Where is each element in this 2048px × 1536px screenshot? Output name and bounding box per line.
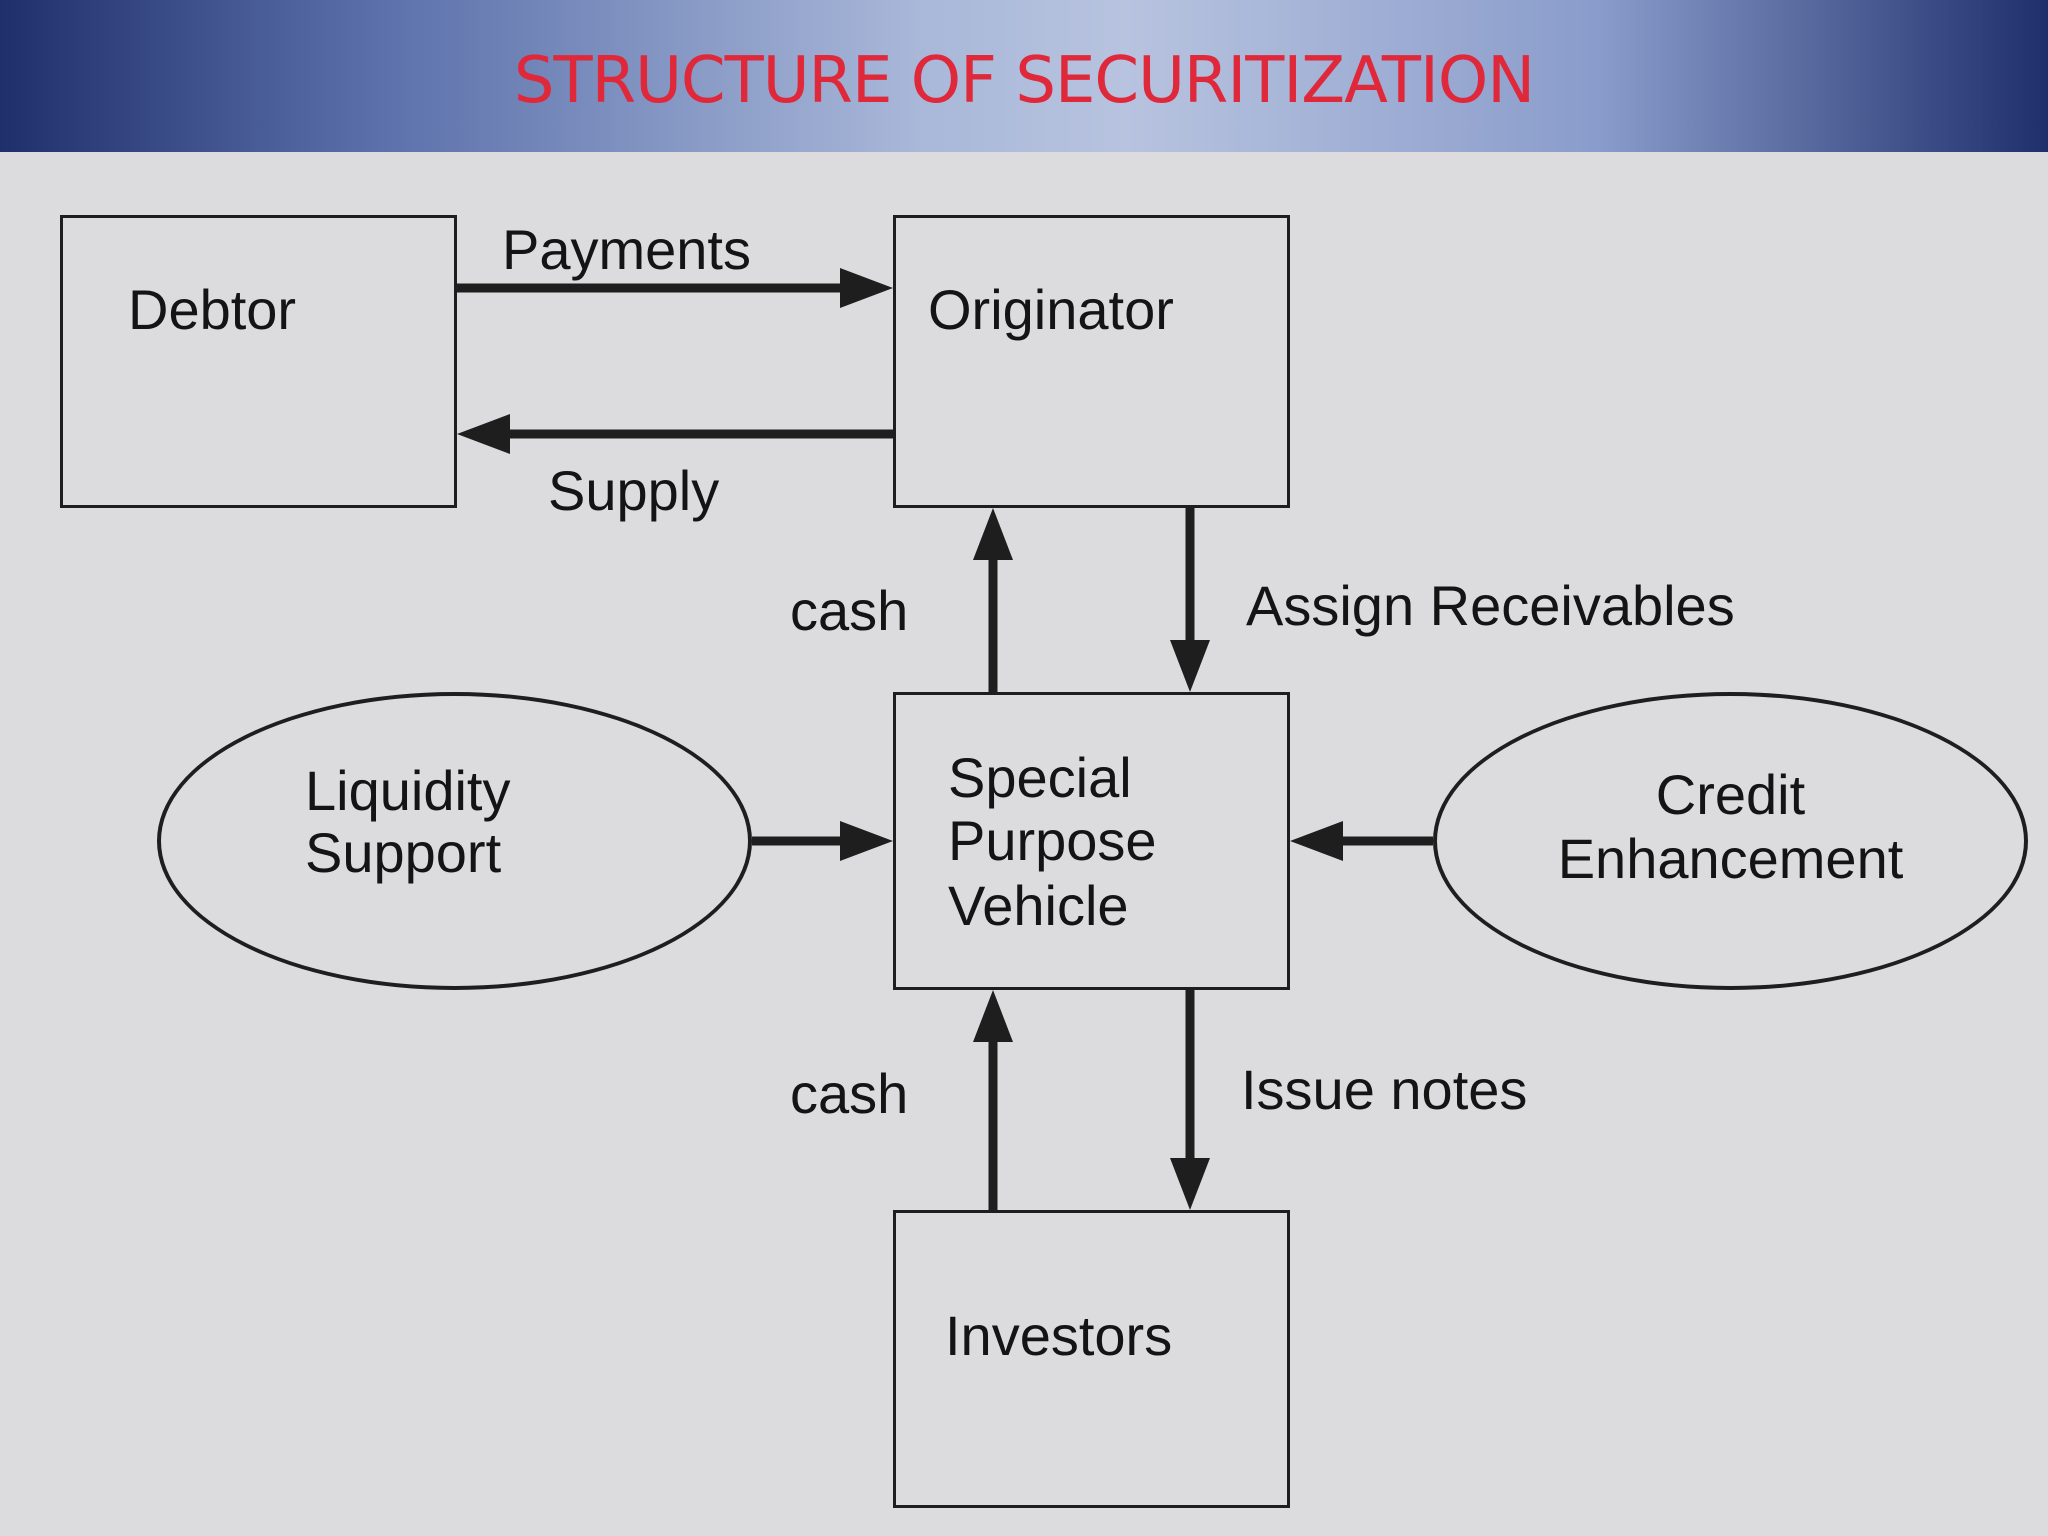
- supply-label: Supply: [548, 459, 720, 522]
- originator-box: [893, 215, 1290, 508]
- investors-box: [893, 1210, 1290, 1508]
- debtor-label: Debtor: [128, 278, 297, 341]
- spv-box: [893, 692, 1290, 990]
- liquidity-support-ellipse: [157, 692, 752, 990]
- debtor-box: [60, 215, 457, 508]
- supply-arrowhead: [457, 414, 510, 454]
- spv-label-line1: Special: [948, 746, 1132, 809]
- assign-receivables-label: Assign Receivables: [1246, 574, 1735, 637]
- liquidity-arrowhead: [840, 821, 893, 861]
- issue-notes-arrowhead: [1170, 1158, 1210, 1210]
- spv-label-line2: Purpose: [948, 809, 1157, 872]
- assign-receivables-arrowhead: [1170, 640, 1210, 692]
- issue-notes-label: Issue notes: [1241, 1058, 1528, 1121]
- spv-label-line3: Vehicle: [948, 874, 1129, 937]
- investors-label: Investors: [945, 1304, 1173, 1367]
- payments-arrowhead: [840, 268, 893, 308]
- cash-bottom-label: cash: [790, 1062, 909, 1125]
- liquidity-label-line2: Support: [305, 821, 502, 884]
- credit-arrowhead: [1290, 821, 1343, 861]
- payments-label: Payments: [502, 218, 751, 281]
- slide-title: STRUCTURE OF SECURITIZATION: [513, 44, 1535, 118]
- cash-top-label: cash: [790, 579, 909, 642]
- credit-label-line2: Enhancement: [1557, 827, 1904, 890]
- credit-enhancement-ellipse: [1433, 692, 2028, 990]
- cash-up-arrowhead: [973, 508, 1013, 560]
- title-banner: [0, 0, 2048, 152]
- credit-label-line1: Credit: [1655, 763, 1806, 826]
- liquidity-label-line1: Liquidity: [305, 759, 511, 822]
- cash-bottom-arrowhead: [973, 990, 1013, 1042]
- originator-label: Originator: [928, 278, 1174, 341]
